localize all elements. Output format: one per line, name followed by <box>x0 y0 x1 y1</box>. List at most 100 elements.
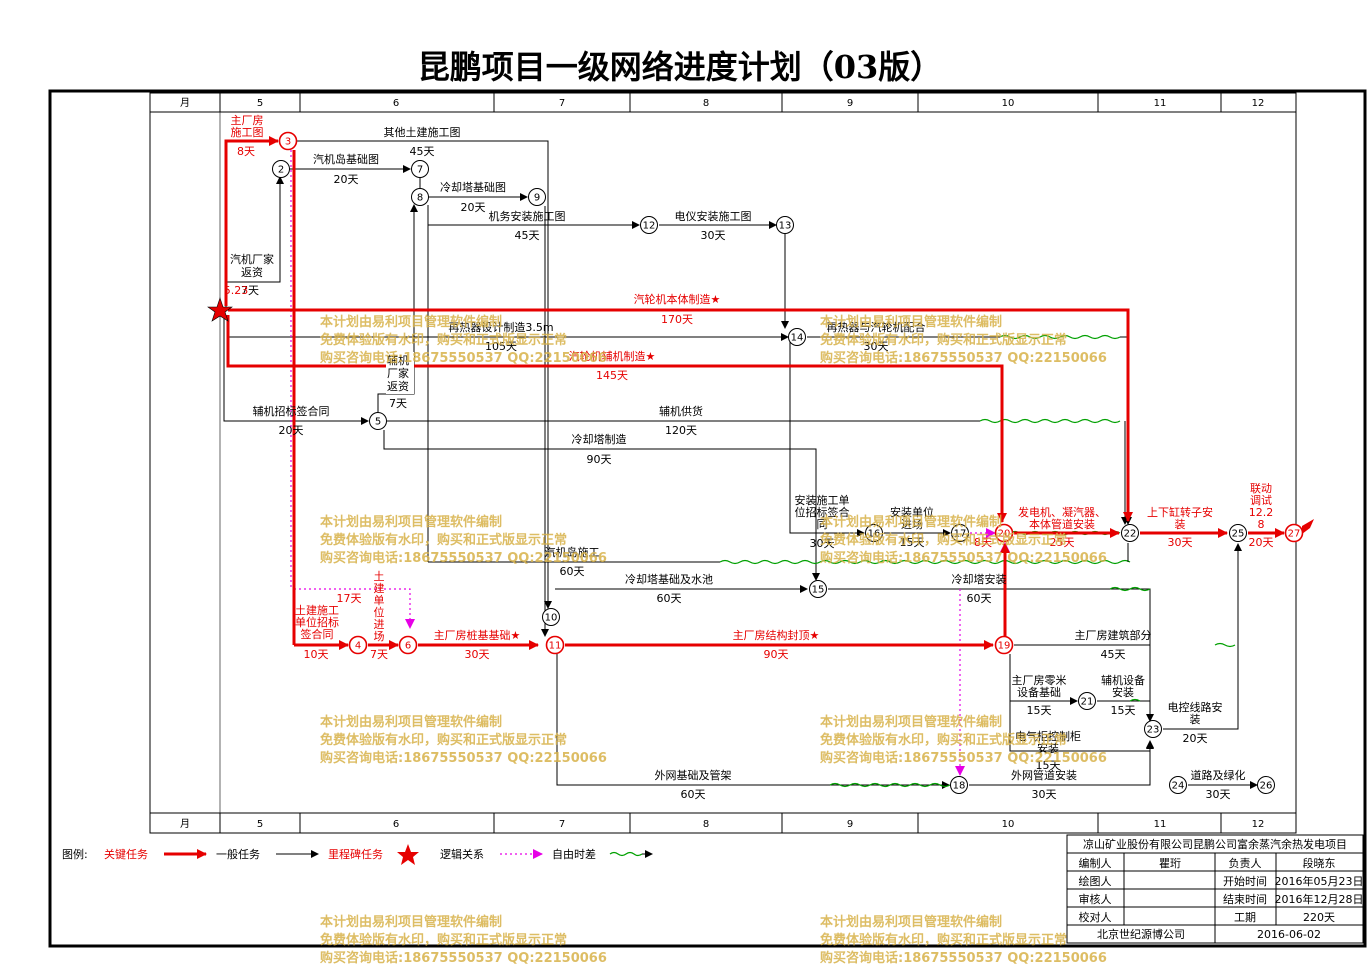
dur-ext-foundation: 60天 <box>681 788 706 801</box>
svg-text:场: 场 <box>374 629 385 643</box>
info-project: 凉山矿业股份有限公司昆鹏公司富余蒸汽余热发电项目 <box>1083 837 1347 851</box>
dur-turbine-return: 7天 <box>241 284 259 297</box>
dur-structure: 90天 <box>764 648 789 661</box>
watermark-block: 本计划由易利项目管理软件编制免费体验版有水印，购买和正式版显示正常购买咨询电话:… <box>820 714 1107 766</box>
label-wiring-1: 电控线路安 <box>1168 700 1223 714</box>
info-cell: 绘图人 <box>1079 874 1112 888</box>
label-zero-1: 主厂房零米 <box>1012 674 1067 687</box>
legend-logic-label: 逻辑关系 <box>440 847 484 861</box>
label-aux-install-1: 辅机设备 <box>1101 673 1145 687</box>
info-cell: 2016年05月23日 <box>1275 874 1364 888</box>
svg-text:20: 20 <box>998 529 1011 540</box>
dur-aux-return: 7天 <box>389 397 407 410</box>
label-commission-3: 12.2 <box>1249 506 1274 519</box>
label-civil-bid-3: 签合同 <box>301 627 334 641</box>
svg-text:免费体验版有水印，购买和正式版显示正常: 免费体验版有水印，购买和正式版显示正常 <box>820 332 1067 348</box>
svg-text:17: 17 <box>954 529 967 540</box>
svg-text:23: 23 <box>1147 725 1160 736</box>
node-10: 10 <box>542 608 560 626</box>
info-cell: 结束时间 <box>1223 893 1267 906</box>
month-label-11: 11 <box>1154 98 1167 109</box>
info-cell: 审核人 <box>1079 892 1112 906</box>
node-20: 20 <box>994 523 1014 543</box>
svg-text:21: 21 <box>1081 697 1094 708</box>
info-cell: 校对人 <box>1079 910 1112 924</box>
dur-building: 45天 <box>1101 648 1126 661</box>
svg-text:19: 19 <box>998 641 1011 652</box>
node-27: 27 <box>1284 523 1304 543</box>
legend: 图例: 关键任务 一般任务 里程碑任务 逻辑关系 自由时差 <box>62 844 653 865</box>
svg-text:24: 24 <box>1172 781 1185 792</box>
svg-text:免费体验版有水印，购买和正式版显示正常: 免费体验版有水印，购买和正式版显示正常 <box>320 532 567 548</box>
outer-frame <box>48 89 1367 948</box>
node-2: 2 <box>272 160 290 178</box>
svg-text:免费体验版有水印，购买和正式版显示正常: 免费体验版有水印，购买和正式版显示正常 <box>320 932 567 948</box>
dur-aux-bid: 20天 <box>279 424 304 437</box>
info-table: 凉山矿业股份有限公司昆鹏公司富余蒸汽余热发电项目 编制人瞿珩负责人段晓东绘图人开… <box>1066 834 1364 944</box>
svg-text:购买咨询电话:18675550537 QQ:22150066: 购买咨询电话:18675550537 QQ:22150066 <box>820 350 1107 366</box>
watermark-block: 本计划由易利项目管理软件编制免费体验版有水印，购买和正式版显示正常购买咨询电话:… <box>320 714 607 766</box>
label-main-design-1: 主厂房 <box>231 114 264 127</box>
label-commission-2: 调试 <box>1250 494 1272 507</box>
label-commission-1: 联动 <box>1250 482 1272 495</box>
node-17: 17 <box>951 524 969 542</box>
node-21: 21 <box>1078 692 1096 710</box>
dur-cooling-pool: 60天 <box>657 592 682 605</box>
label-turbine-foundation: 汽机岛基础图 <box>313 152 379 166</box>
dur-generator: 25天 <box>1050 536 1075 549</box>
legend-star-icon <box>397 844 419 865</box>
svg-text:3: 3 <box>285 137 291 148</box>
svg-text:2: 2 <box>278 165 284 176</box>
label-generator-1: 发电机、凝汽器、 <box>1018 505 1106 519</box>
label-structure: 主厂房结构封顶★ <box>733 628 820 642</box>
node-16: 16 <box>865 524 883 542</box>
end-flag-icon <box>1302 519 1314 534</box>
label-ext-pipe: 外网管道安装 <box>1011 768 1077 782</box>
svg-text:15: 15 <box>812 585 825 596</box>
month-label-5: 5 <box>257 819 263 830</box>
svg-text:9: 9 <box>534 193 540 204</box>
label-mech-install-design: 机务安装施工图 <box>489 209 566 223</box>
watermark-block: 本计划由易利项目管理软件编制免费体验版有水印，购买和正式版显示正常购买咨询电话:… <box>320 514 607 566</box>
watermark-block: 本计划由易利项目管理软件编制免费体验版有水印，购买和正式版显示正常购买咨询电话:… <box>820 914 1107 964</box>
node-6: 6 <box>398 635 418 655</box>
label-cabinet-1: 电气柜控制柜 <box>1015 729 1081 743</box>
month-label-7: 7 <box>559 98 565 109</box>
label-cooling-mfg: 冷却塔制造 <box>572 432 627 446</box>
label-reheater: 再热器设计制造3.5m <box>448 320 553 334</box>
svg-text:12: 12 <box>643 221 656 232</box>
svg-text:6: 6 <box>405 641 411 652</box>
svg-text:位: 位 <box>374 605 385 619</box>
label-roads: 道路及绿化 <box>1191 768 1246 782</box>
month-label-8: 8 <box>703 98 709 109</box>
dur-cooling-install: 60天 <box>967 592 992 605</box>
node-23: 23 <box>1144 720 1162 738</box>
label-cylinder-2: 装 <box>1175 518 1186 531</box>
svg-text:购买咨询电话:18675550537 QQ:22150066: 购买咨询电话:18675550537 QQ:22150066 <box>320 550 607 566</box>
node-25: 25 <box>1229 524 1247 542</box>
svg-text:本计划由易利项目管理软件编制: 本计划由易利项目管理软件编制 <box>820 314 1002 330</box>
node-24: 24 <box>1169 776 1187 794</box>
info-cell: 编制人 <box>1079 856 1112 870</box>
info-cell: 段晓东 <box>1303 856 1336 870</box>
svg-text:免费体验版有水印，购买和正式版显示正常: 免费体验版有水印，购买和正式版显示正常 <box>820 732 1067 748</box>
month-unit-label: 月 <box>180 818 190 830</box>
svg-text:建: 建 <box>374 581 385 595</box>
svg-text:本计划由易利项目管理软件编制: 本计划由易利项目管理软件编制 <box>320 514 502 530</box>
node-18: 18 <box>950 776 968 794</box>
dur-wiring: 20天 <box>1183 732 1208 745</box>
watermark-layer: 本计划由易利项目管理软件编制免费体验版有水印，购买和正式版显示正常购买咨询电话:… <box>320 314 1107 964</box>
dur-mech-install-design: 45天 <box>515 229 540 242</box>
month-unit-label: 月 <box>180 97 190 109</box>
legend-float-label: 自由时差 <box>552 847 596 861</box>
svg-text:18: 18 <box>953 781 966 792</box>
dur-cabinet: 15天 <box>1036 759 1061 772</box>
chart-area <box>149 92 1297 834</box>
info-cell: 2016年12月28日 <box>1275 892 1364 906</box>
dur-turbine-aux: 145天 <box>596 369 628 382</box>
label-cabinet-2: 安装 <box>1037 741 1059 755</box>
label-turbine-aux: 汽轮机辅机制造★ <box>569 349 656 363</box>
watermark-block: 本计划由易利项目管理软件编制免费体验版有水印，购买和正式版显示正常购买咨询电话:… <box>320 314 607 366</box>
month-dividers <box>219 93 1222 833</box>
month-label-6: 6 <box>393 98 399 109</box>
